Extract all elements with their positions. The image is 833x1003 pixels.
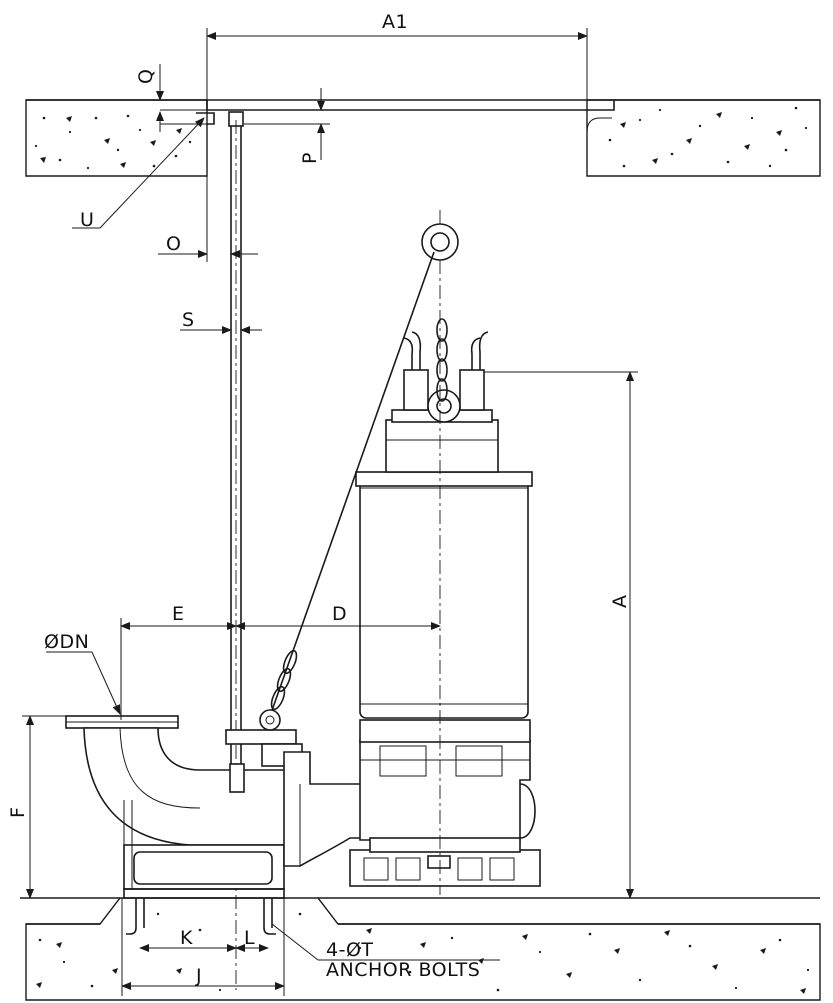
label-p: P <box>299 152 321 164</box>
label-k: K <box>180 927 193 949</box>
concrete-texture-bottom <box>36 912 810 994</box>
label-f: F <box>7 807 29 818</box>
label-o: O <box>166 233 181 255</box>
label-bolt-count: 4-ØT <box>326 939 374 961</box>
label-d: D <box>332 603 347 625</box>
pump-unit <box>283 210 541 895</box>
label-q: Q <box>135 69 157 84</box>
label-e: E <box>172 603 185 625</box>
sump-floor <box>20 897 821 1001</box>
concrete-texture-top <box>34 106 808 170</box>
label-s: S <box>182 309 195 331</box>
label-a1: A1 <box>382 11 408 33</box>
top-floor-slab <box>25 99 821 177</box>
dimension-lines <box>22 28 638 996</box>
lifting-chain <box>259 223 459 731</box>
label-anchor-bolts: ANCHOR BOLTS <box>326 959 480 981</box>
label-u: U <box>80 209 94 231</box>
dimension-labels: A1 Q P U O S A E D ØDN F K L J 4-ØT ANCH… <box>7 11 631 987</box>
label-j: J <box>195 965 202 987</box>
label-dn: ØDN <box>44 631 89 653</box>
label-l: L <box>244 927 255 949</box>
label-a: A <box>609 595 631 609</box>
